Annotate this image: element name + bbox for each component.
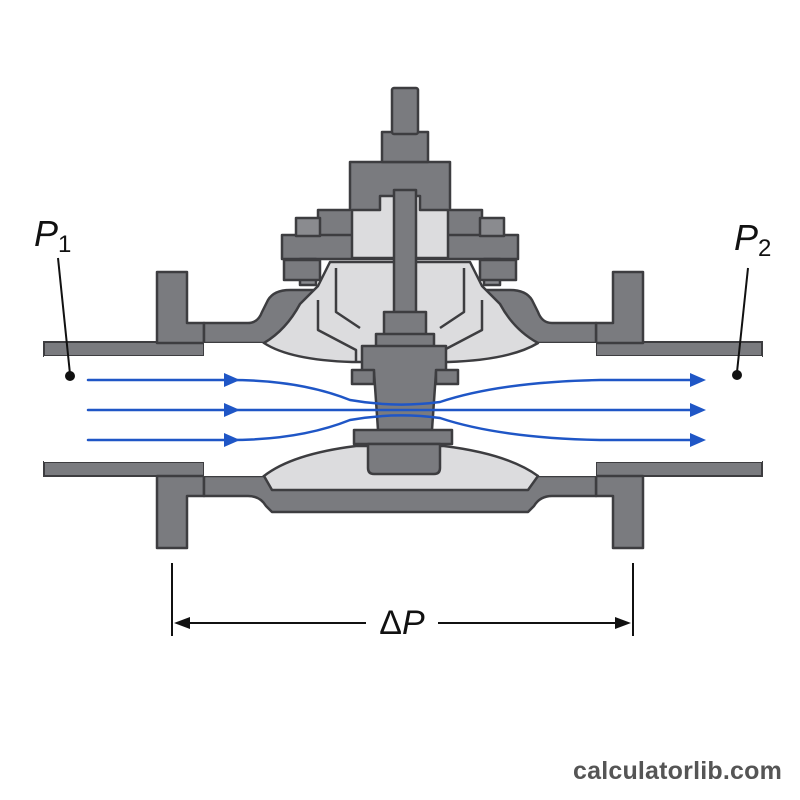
- outlet-pressure-label: P2: [734, 217, 771, 262]
- arrowhead-outlet-bottom: [690, 433, 706, 447]
- streamline-top: [86, 378, 702, 406]
- inlet-pressure-label: P1: [34, 213, 71, 258]
- flange-right-lower: [594, 474, 645, 550]
- streamline-bottom: [86, 414, 702, 442]
- site-watermark: calculatorlib.com: [572, 757, 782, 785]
- bolt-head-left: [294, 216, 322, 238]
- plug-bottom: [366, 442, 442, 476]
- outlet-leader-line: [736, 267, 749, 373]
- inlet-pressure-point: [65, 371, 75, 381]
- cage-wall-left: [316, 300, 358, 362]
- bolt-nut-left: [282, 258, 322, 282]
- lower-seat: [352, 428, 454, 446]
- guide-right: [439, 268, 466, 330]
- delta-variable: P: [402, 604, 425, 642]
- pipe-wall-lower-right: [595, 461, 763, 477]
- seat-ring-upper-right: [434, 368, 460, 386]
- flange-left-lower: [155, 474, 206, 550]
- pressure-drop-dimension: [171, 563, 634, 636]
- arrowhead-outlet-top: [690, 373, 706, 387]
- outlet-pressure-point: [732, 370, 742, 380]
- flange-right-upper: [594, 270, 645, 345]
- pipe-section: [43, 341, 763, 477]
- dimension-arrow-right: [615, 617, 631, 629]
- guide-left: [334, 268, 361, 330]
- pressure-drop-label: ΔP: [379, 604, 425, 642]
- flow-arrowheads: [224, 373, 706, 447]
- arrowhead-inlet-top: [224, 373, 240, 387]
- stem-top: [390, 86, 420, 136]
- arrowhead-inlet-bottom: [224, 433, 240, 447]
- arrowhead-inlet-middle: [224, 403, 240, 417]
- flange-left-upper: [155, 270, 206, 345]
- arrowhead-outlet-middle: [690, 403, 706, 417]
- dimension-arrow-left: [174, 617, 190, 629]
- seat-ring-upper-left: [350, 368, 376, 386]
- bolt-nut-right: [478, 258, 518, 282]
- inlet-pressure-symbol: P: [34, 213, 58, 254]
- bolt-head-right: [478, 216, 506, 238]
- inlet-pressure-subscript: 1: [58, 231, 71, 258]
- stem-connector: [382, 310, 428, 338]
- gland-nut: [380, 130, 430, 164]
- delta-symbol: Δ: [379, 604, 402, 642]
- pipe-wall-lower-left: [43, 461, 205, 477]
- outlet-pressure-symbol: P: [734, 217, 758, 258]
- pressure-markers: [57, 257, 749, 381]
- flow-streamlines: [86, 378, 702, 442]
- inlet-leader-line: [57, 257, 71, 375]
- valve-stem: [392, 188, 418, 318]
- outlet-pressure-subscript: 2: [758, 235, 771, 262]
